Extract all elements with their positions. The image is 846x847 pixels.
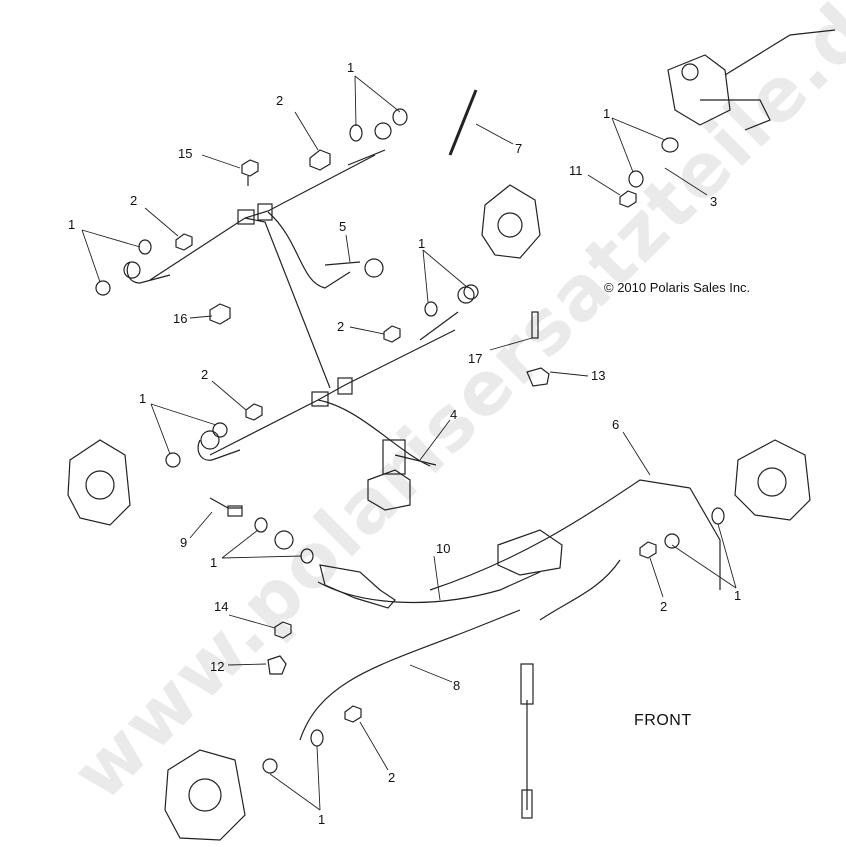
callout-14: 14 xyxy=(214,599,229,614)
callout-1: 1 xyxy=(318,812,326,827)
callout-12: 12 xyxy=(210,659,225,674)
callout-1: 1 xyxy=(210,555,218,570)
washers xyxy=(95,108,725,774)
leader-lines xyxy=(81,75,737,811)
callout-6: 6 xyxy=(612,417,620,432)
callout-2: 2 xyxy=(388,770,396,785)
callout-10: 10 xyxy=(436,541,451,556)
callout-13: 13 xyxy=(591,368,606,383)
callout-1: 1 xyxy=(603,106,611,121)
callout-2: 2 xyxy=(337,319,345,334)
callout-9: 9 xyxy=(180,535,188,550)
callout-2: 2 xyxy=(201,367,209,382)
callout-1: 1 xyxy=(347,60,355,75)
callout-2: 2 xyxy=(130,193,138,208)
callout-8: 8 xyxy=(453,678,461,693)
callout-17: 17 xyxy=(468,351,483,366)
front-label: FRONT xyxy=(634,712,692,729)
fittings xyxy=(123,122,475,466)
callout-2: 2 xyxy=(276,93,284,108)
callout-4: 4 xyxy=(450,407,458,422)
callout-1: 1 xyxy=(418,236,426,251)
callout-15: 15 xyxy=(178,146,193,161)
brake-lines xyxy=(149,154,721,819)
brake-components xyxy=(67,29,836,841)
callout-1: 1 xyxy=(734,588,742,603)
callout-1: 1 xyxy=(139,391,147,406)
callout-7: 7 xyxy=(515,141,523,156)
callout-5: 5 xyxy=(339,219,347,234)
copyright-notice: © 2010 Polaris Sales Inc. xyxy=(604,280,751,295)
callout-2: 2 xyxy=(660,599,668,614)
callout-11: 11 xyxy=(569,163,583,178)
bolts xyxy=(175,89,657,723)
callout-16: 16 xyxy=(173,311,188,326)
callout-3: 3 xyxy=(710,194,718,209)
callout-1: 1 xyxy=(68,217,76,232)
